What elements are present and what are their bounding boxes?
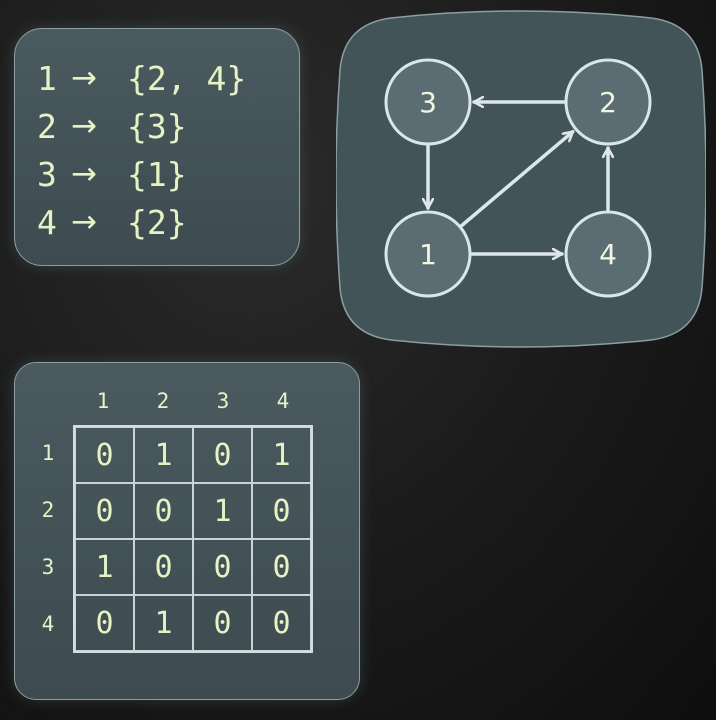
matrix-cell: 0 — [193, 427, 252, 483]
right-arrow-icon: → — [71, 204, 97, 240]
matrix-row-header: 1 — [41, 441, 55, 465]
matrix-cell: 0 — [75, 595, 134, 651]
directed-graph: 3 2 1 4 — [336, 10, 706, 348]
adjacency-matrix-panel: 1 2 3 4 1 2 3 4 0 1 0 1 0 0 1 0 1 0 0 0 … — [14, 362, 360, 700]
node-label: 4 — [599, 238, 617, 271]
neighbor-set: {3} — [127, 106, 187, 146]
graph-node-3: 3 — [384, 58, 472, 146]
right-arrow-icon: → — [71, 156, 97, 192]
node-circle — [384, 58, 472, 146]
matrix-cell: 0 — [75, 483, 134, 539]
node-circle — [564, 210, 652, 298]
graph-node-2: 2 — [564, 58, 652, 146]
matrix-cell: 1 — [252, 427, 311, 483]
right-arrow-icon: → — [71, 60, 97, 96]
matrix-cell: 0 — [134, 539, 193, 595]
matrix-cell: 0 — [193, 595, 252, 651]
graph-node-4: 4 — [564, 210, 652, 298]
right-arrow-icon: → — [71, 108, 97, 144]
matrix-cell: 0 — [193, 539, 252, 595]
matrix-cell: 0 — [75, 427, 134, 483]
graph-node-1: 1 — [384, 210, 472, 298]
matrix-cell: 1 — [134, 595, 193, 651]
matrix-cell: 0 — [252, 539, 311, 595]
node-circle — [384, 210, 472, 298]
list-node: 2 — [37, 106, 57, 146]
graph-panel-background — [336, 10, 706, 348]
node-label: 1 — [419, 238, 437, 271]
neighbor-set: {2, 4} — [127, 58, 247, 98]
matrix-column-header: 2 — [156, 389, 170, 413]
node-label: 2 — [599, 86, 617, 119]
neighbor-set: {1} — [127, 154, 187, 194]
adjacency-row-3: 3 → {1} — [37, 151, 187, 197]
adjacency-row-4: 4 → {2} — [37, 199, 187, 245]
matrix-cell: 0 — [252, 595, 311, 651]
node-label: 3 — [419, 86, 437, 119]
matrix-cell: 0 — [134, 483, 193, 539]
matrix-column-header: 1 — [96, 389, 110, 413]
matrix-column-header: 3 — [216, 389, 230, 413]
matrix-cell: 0 — [252, 483, 311, 539]
list-node: 4 — [37, 202, 57, 242]
matrix-grid: 0 1 0 1 0 0 1 0 1 0 0 0 0 1 0 0 — [73, 425, 313, 653]
neighbor-set: {2} — [127, 202, 187, 242]
matrix-row-header: 4 — [41, 612, 55, 636]
matrix-row-header: 2 — [41, 498, 55, 522]
matrix-cell: 1 — [75, 539, 134, 595]
matrix-cell: 1 — [134, 427, 193, 483]
matrix-column-header: 4 — [276, 389, 290, 413]
edge-1-to-2 — [459, 129, 575, 228]
list-node: 1 — [37, 58, 57, 98]
matrix-cell: 1 — [193, 483, 252, 539]
matrix-row-header: 3 — [41, 555, 55, 579]
node-circle — [564, 58, 652, 146]
adjacency-row-2: 2 → {3} — [37, 103, 187, 149]
adjacency-list-panel: 1 → {2, 4} 2 → {3} 3 → {1} 4 → {2} — [14, 28, 300, 266]
adjacency-row-1: 1 → {2, 4} — [37, 55, 246, 101]
list-node: 3 — [37, 154, 57, 194]
